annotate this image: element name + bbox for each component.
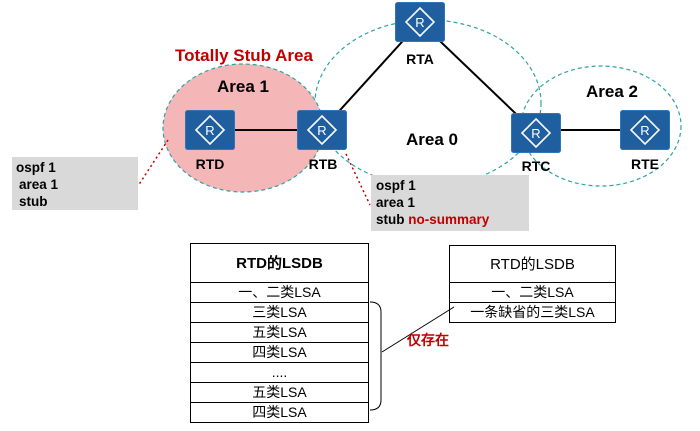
lsdb-row: 一、二类LSA: [190, 282, 369, 303]
svg-text:R: R: [640, 123, 649, 138]
rtd-config-box: ospf 1 area 1 stub: [12, 157, 138, 210]
router-label-rte: RTE: [631, 156, 659, 172]
config-line: stub: [19, 194, 48, 209]
callout-rtb-config: [345, 153, 371, 206]
lsdb-row: 一、二类LSA: [449, 282, 616, 303]
area0-label: Area 0: [406, 130, 458, 149]
router-icon: R: [297, 110, 347, 150]
lsdb-row: 四类LSA: [190, 342, 369, 363]
svg-text:R: R: [317, 123, 326, 138]
note-pointer: [381, 306, 455, 353]
router-icon: R: [395, 2, 445, 42]
lsdb-header: RTD的LSDB: [449, 245, 616, 283]
config-line: ospf 1: [16, 160, 56, 175]
rtb-config-box: ospf 1 area 1 stub no-summary: [371, 175, 529, 231]
lsdb-header: RTD的LSDB: [190, 243, 369, 283]
config-line: area 1: [19, 177, 59, 192]
lsdb-row: 一条缺省的三类LSA: [449, 302, 616, 323]
lsdb-row: 四类LSA: [190, 402, 369, 423]
config-line: ospf 1: [376, 178, 416, 193]
lsdb-row: ....: [190, 362, 369, 383]
lsdb-row: 三类LSA: [190, 302, 369, 323]
router-icon: R: [511, 113, 561, 153]
area1-label: Area 1: [217, 77, 269, 96]
router-label-rtb: RTB: [308, 156, 338, 172]
router-label-rta: RTA: [406, 51, 434, 67]
lsdb-table-full: RTD的LSDB 一、二类LSA 三类LSA 五类LSA 四类LSA .... …: [190, 243, 369, 423]
lsdb-row: 五类LSA: [190, 382, 369, 403]
router-label-rtc: RTC: [521, 158, 551, 174]
lsdb-row: 五类LSA: [190, 322, 369, 343]
router-icon: R: [185, 110, 235, 150]
brace: [369, 301, 382, 411]
svg-text:R: R: [205, 123, 214, 138]
only-exists-note: 仅存在: [407, 332, 449, 348]
totally-stub-title: Totally Stub Area: [175, 46, 313, 65]
callout-rtd-config: [137, 139, 169, 187]
lsdb-table-totally-stub: RTD的LSDB 一、二类LSA 一条缺省的三类LSA: [449, 245, 616, 323]
router-label-rtd: RTD: [195, 156, 225, 172]
config-line: area 1: [376, 195, 416, 210]
router-icon: R: [620, 110, 670, 150]
area2-label: Area 2: [586, 82, 638, 101]
svg-text:R: R: [415, 15, 424, 30]
no-summary-keyword: no-summary: [408, 212, 490, 227]
config-line: stub: [376, 212, 405, 227]
svg-text:R: R: [531, 126, 540, 141]
